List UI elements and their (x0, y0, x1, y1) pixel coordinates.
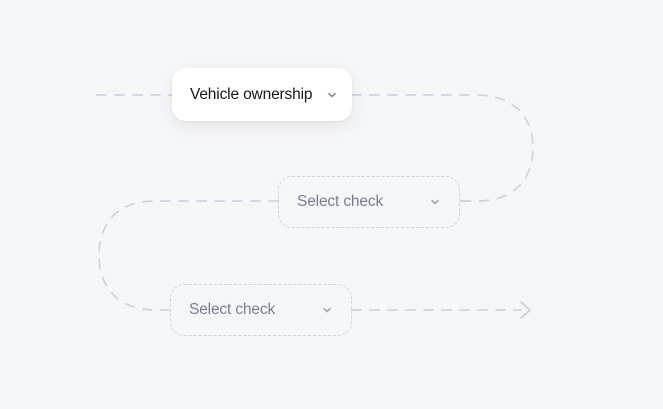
flow-node-vehicle-ownership[interactable]: Vehicle ownership (172, 68, 352, 121)
flow-node-select-check-2[interactable]: Select check (170, 284, 352, 336)
flow-node-label: Select check (297, 193, 384, 210)
flow-node-label: Vehicle ownership (190, 85, 313, 103)
arrow-right-icon (520, 301, 531, 319)
flow-node-select-check-1[interactable]: Select check (278, 176, 460, 228)
chevron-down-icon[interactable] (321, 304, 333, 316)
chevron-down-icon[interactable] (326, 89, 338, 101)
chevron-down-icon[interactable] (429, 196, 441, 208)
flow-node-label: Select check (189, 301, 276, 318)
